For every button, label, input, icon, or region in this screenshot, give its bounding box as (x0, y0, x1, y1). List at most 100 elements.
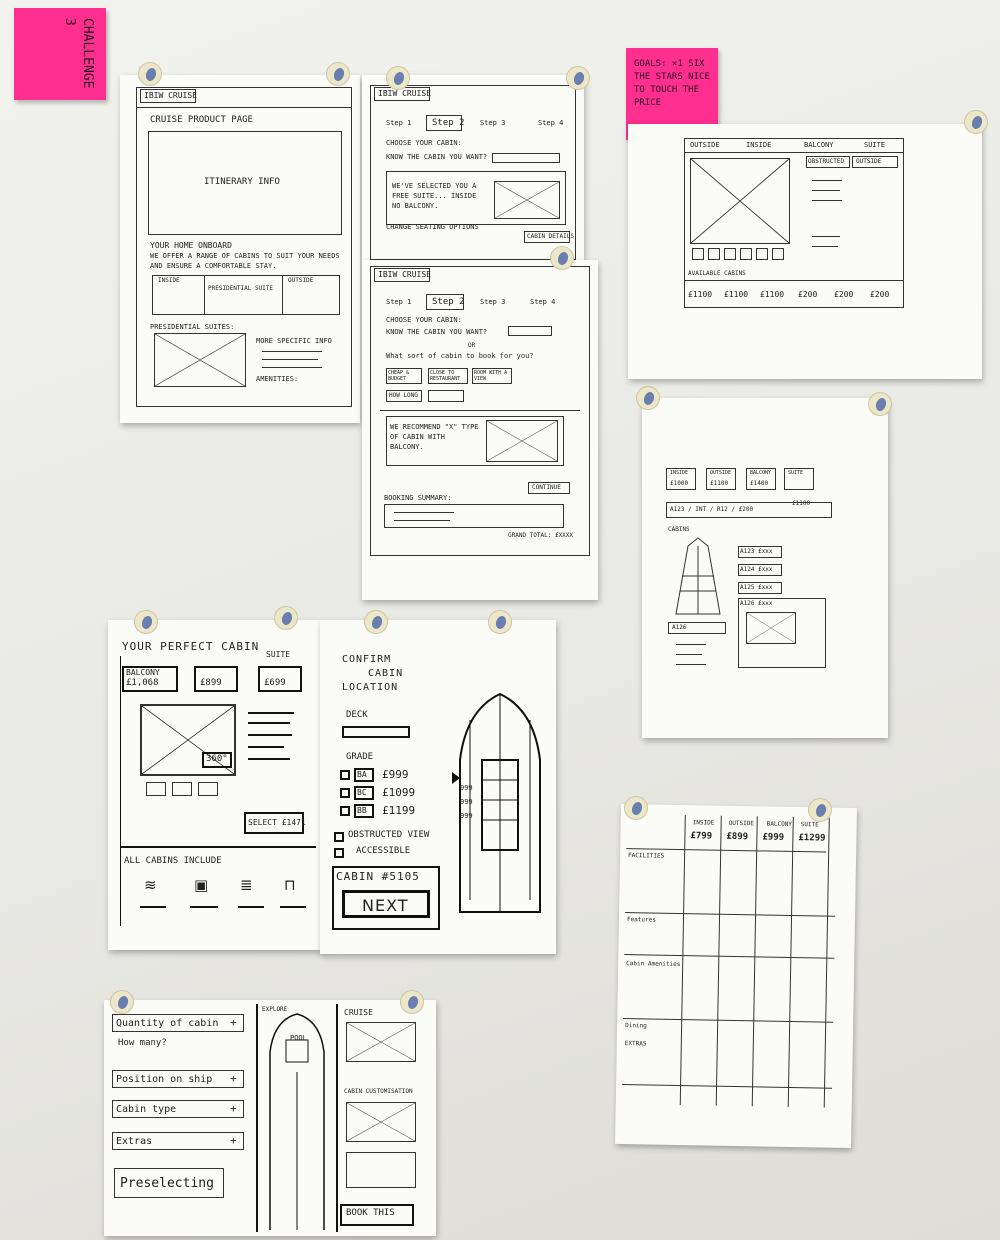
choose-label: CHOOSE YOUR CABIN: (386, 139, 462, 147)
price: £1100 (760, 290, 785, 299)
tape-icon (624, 796, 648, 820)
row-label: Dining (625, 1022, 647, 1030)
tape-icon (550, 246, 574, 270)
itinerary-box (148, 131, 342, 235)
tape-icon (110, 990, 134, 1014)
pool-label: POOL (290, 1034, 307, 1042)
tab: INSIDE (670, 470, 689, 476)
header: OUTSIDE (728, 819, 755, 828)
grade-code: BB (357, 806, 367, 815)
tab: BALCONY (750, 470, 772, 476)
tape-icon (400, 990, 424, 1014)
sketch-cruise-product-page: IBIW CRUISE CRUISE PRODUCT PAGE ITINERAR… (120, 75, 360, 423)
confirm-label: CONFIRM (342, 654, 392, 665)
ship-deck-plan (452, 692, 541, 913)
cabin-label: CABIN (368, 668, 404, 679)
wifi-icon: ≋ (144, 876, 158, 894)
know-label: KNOW THE CABIN YOU WANT? (386, 153, 488, 161)
tab: SUITE (788, 470, 804, 476)
selected-cabin: A126 (672, 624, 687, 631)
tab-balcony: BALCONY (804, 141, 834, 149)
cabin-custom-label: CABIN CUSTOMISATION (344, 1088, 413, 1095)
summary-label: BOOKING SUMMARY: (384, 494, 452, 502)
field-sub: How many? (118, 1038, 167, 1048)
ship-num: 999 (460, 798, 473, 806)
field-position: Position on ship (116, 1074, 213, 1085)
logo-box (140, 89, 196, 103)
tab-inside: INSIDE (746, 141, 772, 149)
know-label: KNOW THE CABIN YOU WANT? (386, 328, 488, 336)
available-cabins: AVAILABLE CABINS (688, 270, 746, 277)
sketch-choose-cabin-a: IBIW CRUISE Step 1 Step 2 Step 3 Step 4 … (362, 75, 584, 260)
deck-label: DECK (346, 710, 368, 720)
grade-price: £999 (382, 768, 409, 781)
sketch-choose-cabin-b: IBIW CRUISE Step 1 Step 2 Step 3 Step 4 … (362, 260, 598, 600)
amenities-label: AMENITIES: (256, 375, 299, 383)
footer-text: CHANGE SEATING OPTIONS (386, 223, 479, 231)
sketch-confirm-location: CONFIRM CABIN LOCATION DECK GRADE BA £99… (320, 620, 556, 954)
recommend-text: WE RECOMMEND "X" TYPE OF CABIN WITH BALC… (390, 423, 479, 451)
explore-label: EXPLORE (262, 1006, 288, 1013)
price: £200 (870, 290, 890, 299)
continue-button: CONTINUE (532, 484, 561, 491)
page-title: CRUISE PRODUCT PAGE (150, 115, 253, 125)
option-button: CLOSE TO RESTAURANT (430, 370, 461, 382)
price: £1299 (798, 833, 826, 844)
grade-price: £1199 (382, 804, 416, 817)
tape-icon (566, 66, 590, 90)
tape-icon (134, 610, 158, 634)
tape-icon (488, 610, 512, 634)
sketch-cabin-options: Quantity of cabin + How many? Position o… (104, 1000, 436, 1236)
location-label: LOCATION (342, 682, 399, 693)
row-label: EXTRAS (624, 1040, 647, 1048)
tab-price: £899 (200, 678, 222, 688)
option-button: CHEAP & BUDGET (388, 370, 410, 382)
tape-icon (274, 606, 298, 630)
field-cabin-type: Cabin type (116, 1104, 177, 1115)
tape-icon (326, 62, 350, 86)
or-label: OR (468, 342, 476, 349)
tab-price: £1,068 (126, 678, 159, 688)
recommend-box (386, 171, 566, 225)
cabin-compare-box (152, 275, 340, 315)
header: BALCONY (766, 820, 793, 828)
tab-name: BALCONY (126, 668, 160, 677)
step-label: Step 1 (386, 119, 412, 127)
sticky-note-text: GOALS: ×1 SIX THE STARS NICE TO TOUCH TH… (634, 59, 710, 108)
row-label: Features (626, 916, 656, 924)
cabin-details-button: CABIN DETAILS (527, 233, 574, 240)
luggage-icon: ▣ (194, 876, 210, 894)
360-tag: 360° (206, 754, 228, 764)
filter-summary: A123 / INT / R12 / £200 (670, 506, 754, 513)
tab-price: £1400 (750, 480, 769, 487)
cabin-list-item: A124 £xxx (740, 566, 773, 573)
how-long: HOW LONG (389, 392, 418, 399)
deck-select (342, 726, 410, 738)
recommend-text: WE'VE SELECTED YOU A FREE SUITE... INSID… (392, 182, 477, 210)
step-label-active: Step 2 (432, 118, 465, 128)
includes-label: ALL CABINS INCLUDE (124, 856, 222, 866)
filter-obstructed: OBSTRUCTED (808, 158, 845, 165)
cabin-col: INSIDE (158, 277, 180, 284)
grade-code: BC (357, 788, 367, 797)
step-label: Step 4 (538, 119, 564, 127)
sketch-cabin-tabs: OUTSIDE INSIDE BALCONY SUITE OBSTRUCTED … (628, 124, 982, 379)
tab-price: £1100 (710, 480, 729, 487)
cabin-list-item: A123 £xxx (740, 548, 773, 555)
step-label: Step 4 (530, 298, 556, 306)
grand-total: GRAND TOTAL: £XXXX (508, 532, 574, 539)
tab-price: £699 (264, 678, 286, 688)
tape-icon (868, 392, 892, 416)
header: INSIDE (692, 819, 715, 827)
towel-icon: ≣ (240, 876, 254, 894)
step-label: Step 1 (386, 298, 412, 306)
step-label: Step 3 (480, 298, 506, 306)
plus-icon: + (230, 1072, 237, 1085)
grade-label: GRADE (346, 752, 374, 762)
tape-icon (808, 798, 832, 822)
field-quantity: Quantity of cabin (116, 1018, 219, 1029)
what-label: What sort of cabin to book for you? (386, 352, 534, 360)
cabin-list-item: A125 £xxx (740, 584, 773, 591)
sketch-comparison-table: INSIDE OUTSIDE BALCONY SUITE £799 £899 £… (615, 803, 857, 1149)
field-extras: Extras (116, 1136, 153, 1147)
